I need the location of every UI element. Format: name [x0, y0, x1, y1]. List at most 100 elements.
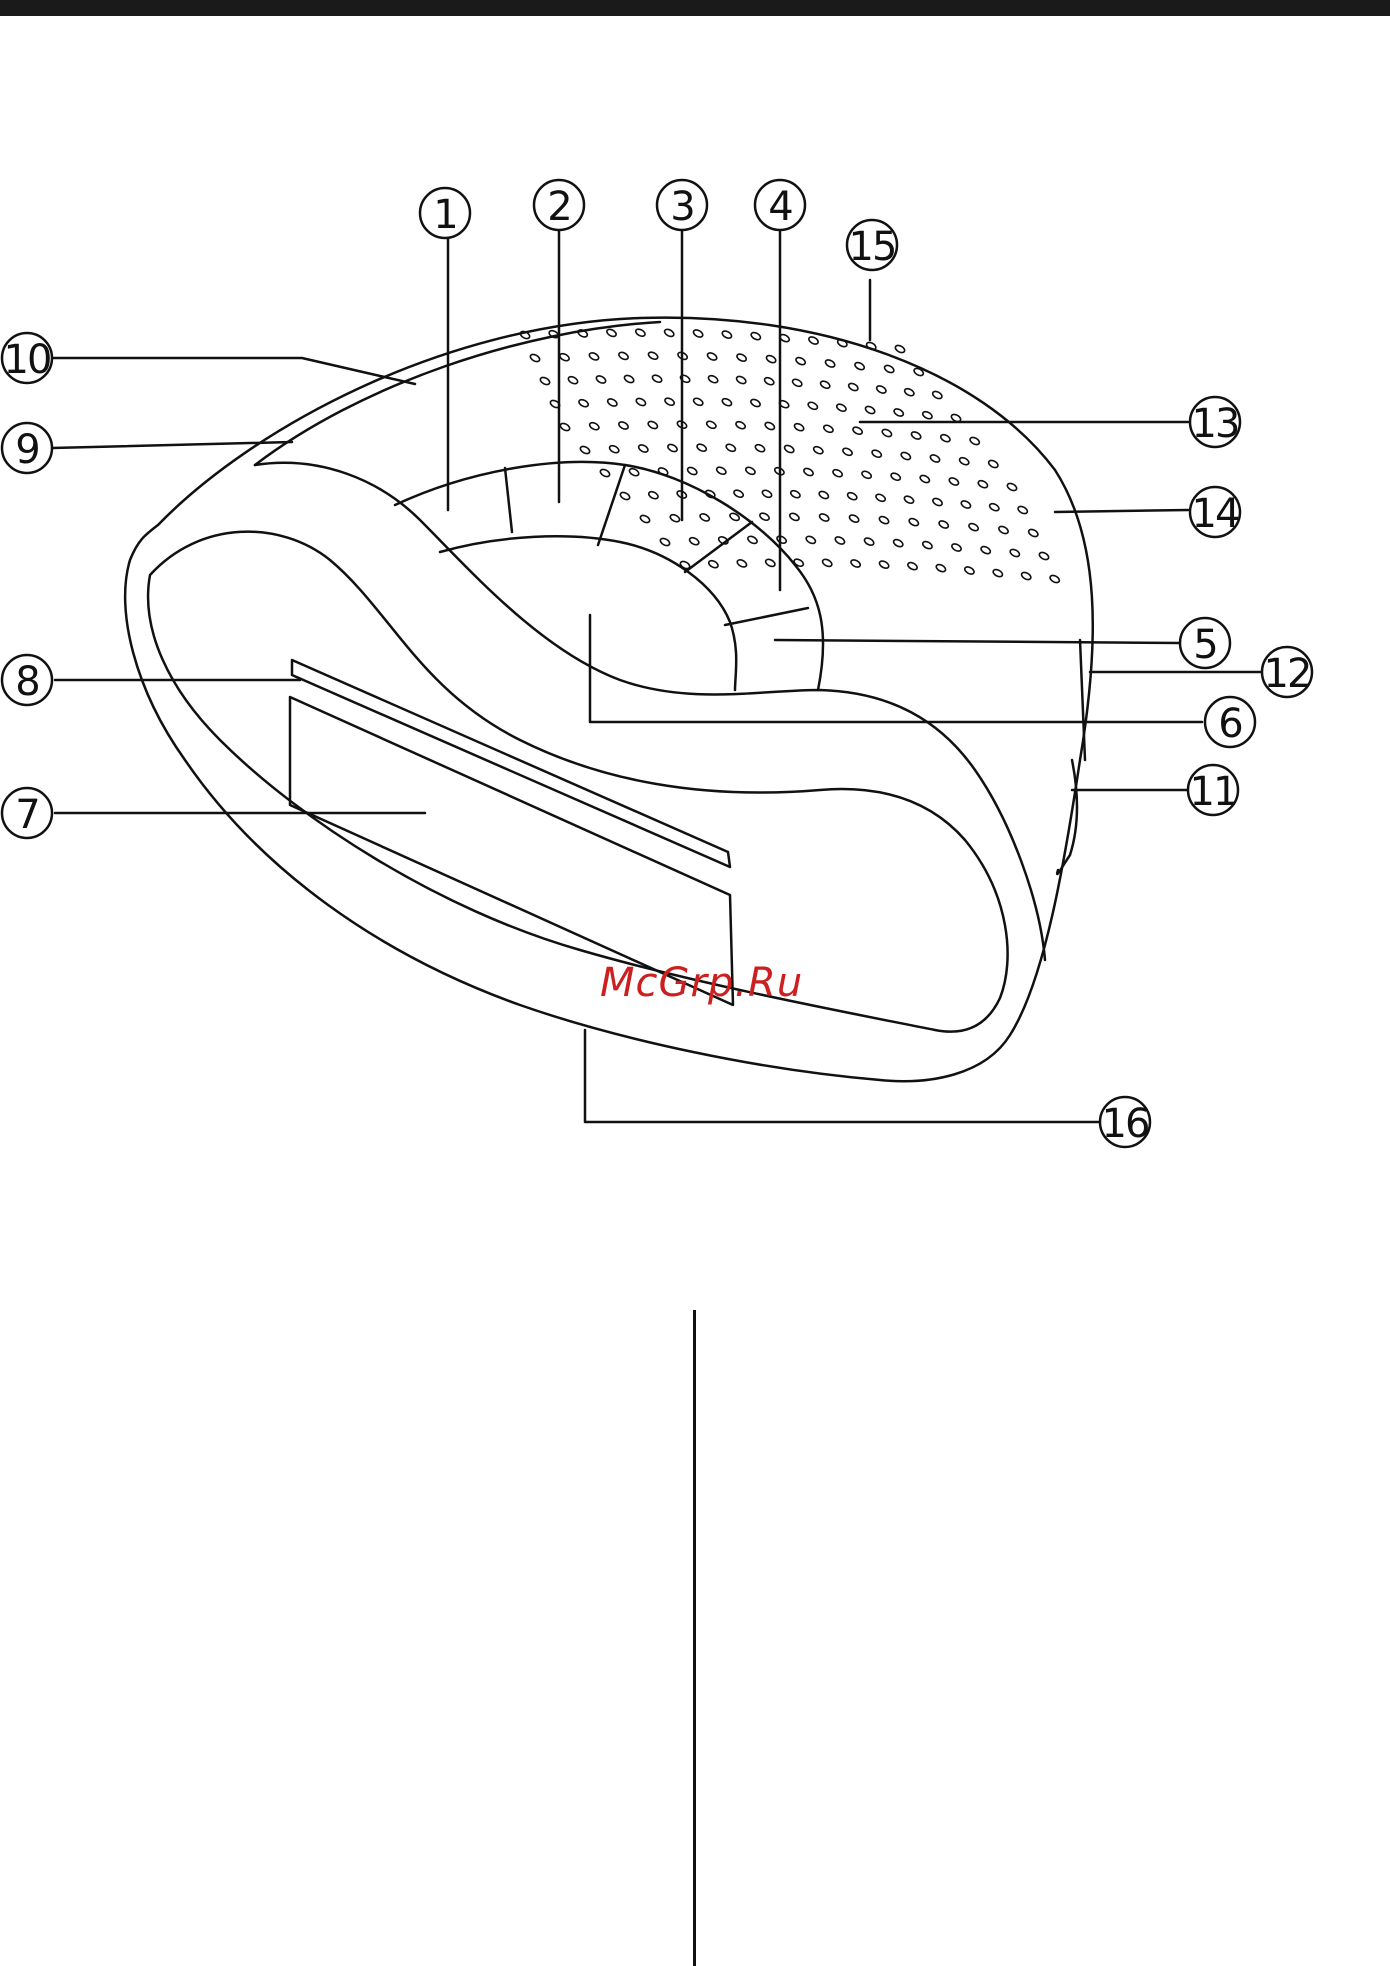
front-face-outline [148, 532, 1008, 1032]
button-sep-1 [505, 468, 512, 532]
grille-hole [647, 351, 659, 361]
grille-hole [824, 359, 836, 369]
grille-hole [606, 398, 618, 408]
grille-hole [998, 525, 1010, 535]
callout-6-label: 6 [1218, 701, 1241, 747]
grille-hole [635, 328, 647, 338]
callout-3-label: 3 [670, 184, 693, 230]
callout-16-label: 16 [1102, 1101, 1149, 1147]
grille-hole [919, 474, 931, 484]
grille-hole [669, 513, 681, 523]
grille-hole [992, 568, 1004, 578]
grille-hole [922, 410, 934, 420]
grille-hole [980, 545, 992, 555]
grille-hole [893, 408, 905, 418]
grille-hole [765, 354, 777, 364]
grille-hole [595, 375, 607, 385]
grille-hole [929, 454, 941, 464]
grille-hole [819, 380, 831, 390]
grille-hole [725, 443, 737, 453]
grille-hole [608, 444, 620, 454]
grille-hole [657, 467, 669, 477]
display-window [290, 697, 733, 1005]
grille-hole [875, 385, 887, 395]
grille-hole [783, 444, 795, 454]
grille-hole [715, 466, 727, 476]
grille-hole [735, 375, 747, 385]
grille-hole [1009, 548, 1021, 558]
grille-hole [793, 422, 805, 432]
callout-9-label: 9 [15, 427, 38, 473]
grille-hole [750, 398, 762, 408]
grille-hole [721, 397, 733, 407]
grille-hole [836, 338, 848, 348]
grille-hole [846, 491, 858, 501]
grille-hole [892, 538, 904, 548]
grille-hole [618, 421, 630, 431]
grille-hole [922, 540, 934, 550]
grille-hole [599, 468, 611, 478]
grille-hole [704, 489, 716, 499]
grille-hole [663, 328, 675, 338]
grille-hole [619, 491, 631, 501]
grille-hole [618, 351, 630, 361]
grille-hole [764, 421, 776, 431]
callout-11-label: 11 [1190, 769, 1237, 815]
grille-hole [987, 459, 999, 469]
leader-10 [52, 358, 415, 384]
grille-hole [659, 537, 671, 547]
callout-13-label: 13 [1192, 401, 1239, 447]
grille-hole [559, 352, 571, 362]
grille-hole [759, 512, 771, 522]
grille-hole [790, 489, 802, 499]
grille-hole [795, 356, 807, 366]
grille-hole [823, 424, 835, 434]
grille-hole [836, 403, 848, 413]
callout-8-label: 8 [15, 659, 38, 705]
grille-hole [932, 497, 944, 507]
grille-hole [706, 352, 718, 362]
grille-hole [935, 563, 947, 573]
grille-hole [567, 375, 579, 385]
grille-hole [750, 331, 762, 341]
grille-hole [883, 364, 895, 374]
grille-hole [854, 361, 866, 371]
grille-hole [864, 405, 876, 415]
grille-hole [763, 376, 775, 386]
grille-hole [735, 420, 747, 430]
callout-4-label: 4 [768, 184, 792, 230]
grille-hole [960, 500, 972, 510]
grille-hole [539, 376, 551, 386]
grille-hole [964, 566, 976, 576]
grille-hole [717, 535, 729, 545]
button-arc-inner [440, 536, 736, 690]
grille-hole [692, 397, 704, 407]
grille-hole [789, 512, 801, 522]
callout-7-label: 7 [15, 792, 38, 838]
grille-hole [832, 468, 844, 478]
grille-hole [871, 449, 883, 459]
grille-hole [850, 559, 862, 569]
grille-hole [968, 522, 980, 532]
grille-hole [686, 466, 698, 476]
grille-hole [834, 536, 846, 546]
grille-hole [707, 374, 719, 384]
grille-hole [903, 495, 915, 505]
grille-hole [878, 560, 890, 570]
grille-hole [679, 560, 691, 570]
grille-hole [745, 466, 757, 476]
grille-hole [588, 421, 600, 431]
grille-hole [692, 329, 704, 339]
grille-hole [890, 472, 902, 482]
grille-hole [578, 398, 590, 408]
grille-hole [842, 447, 854, 457]
grille-hole [818, 490, 830, 500]
grille-hole [977, 479, 989, 489]
grille-hole [623, 374, 635, 384]
grille-hole [696, 443, 708, 453]
grille-hole [969, 436, 981, 446]
grille-hole [651, 374, 663, 384]
leader-5 [775, 640, 1180, 643]
grille-hole [1049, 574, 1061, 584]
grille-hole [812, 445, 824, 455]
